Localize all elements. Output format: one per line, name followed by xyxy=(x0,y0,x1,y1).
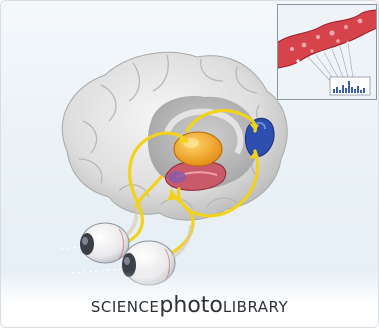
eyeball-left xyxy=(80,223,129,263)
midbrain-structure xyxy=(168,171,186,183)
science-photo-library-watermark: SCIENCEphotoLIBRARY xyxy=(1,293,378,318)
watermark-science: SCIENCE xyxy=(91,298,160,316)
mini-bar-chart xyxy=(330,77,370,95)
histology-inset xyxy=(277,4,377,100)
watermark-photo: photo xyxy=(159,293,222,318)
watermark-library: LIBRARY xyxy=(223,298,288,316)
